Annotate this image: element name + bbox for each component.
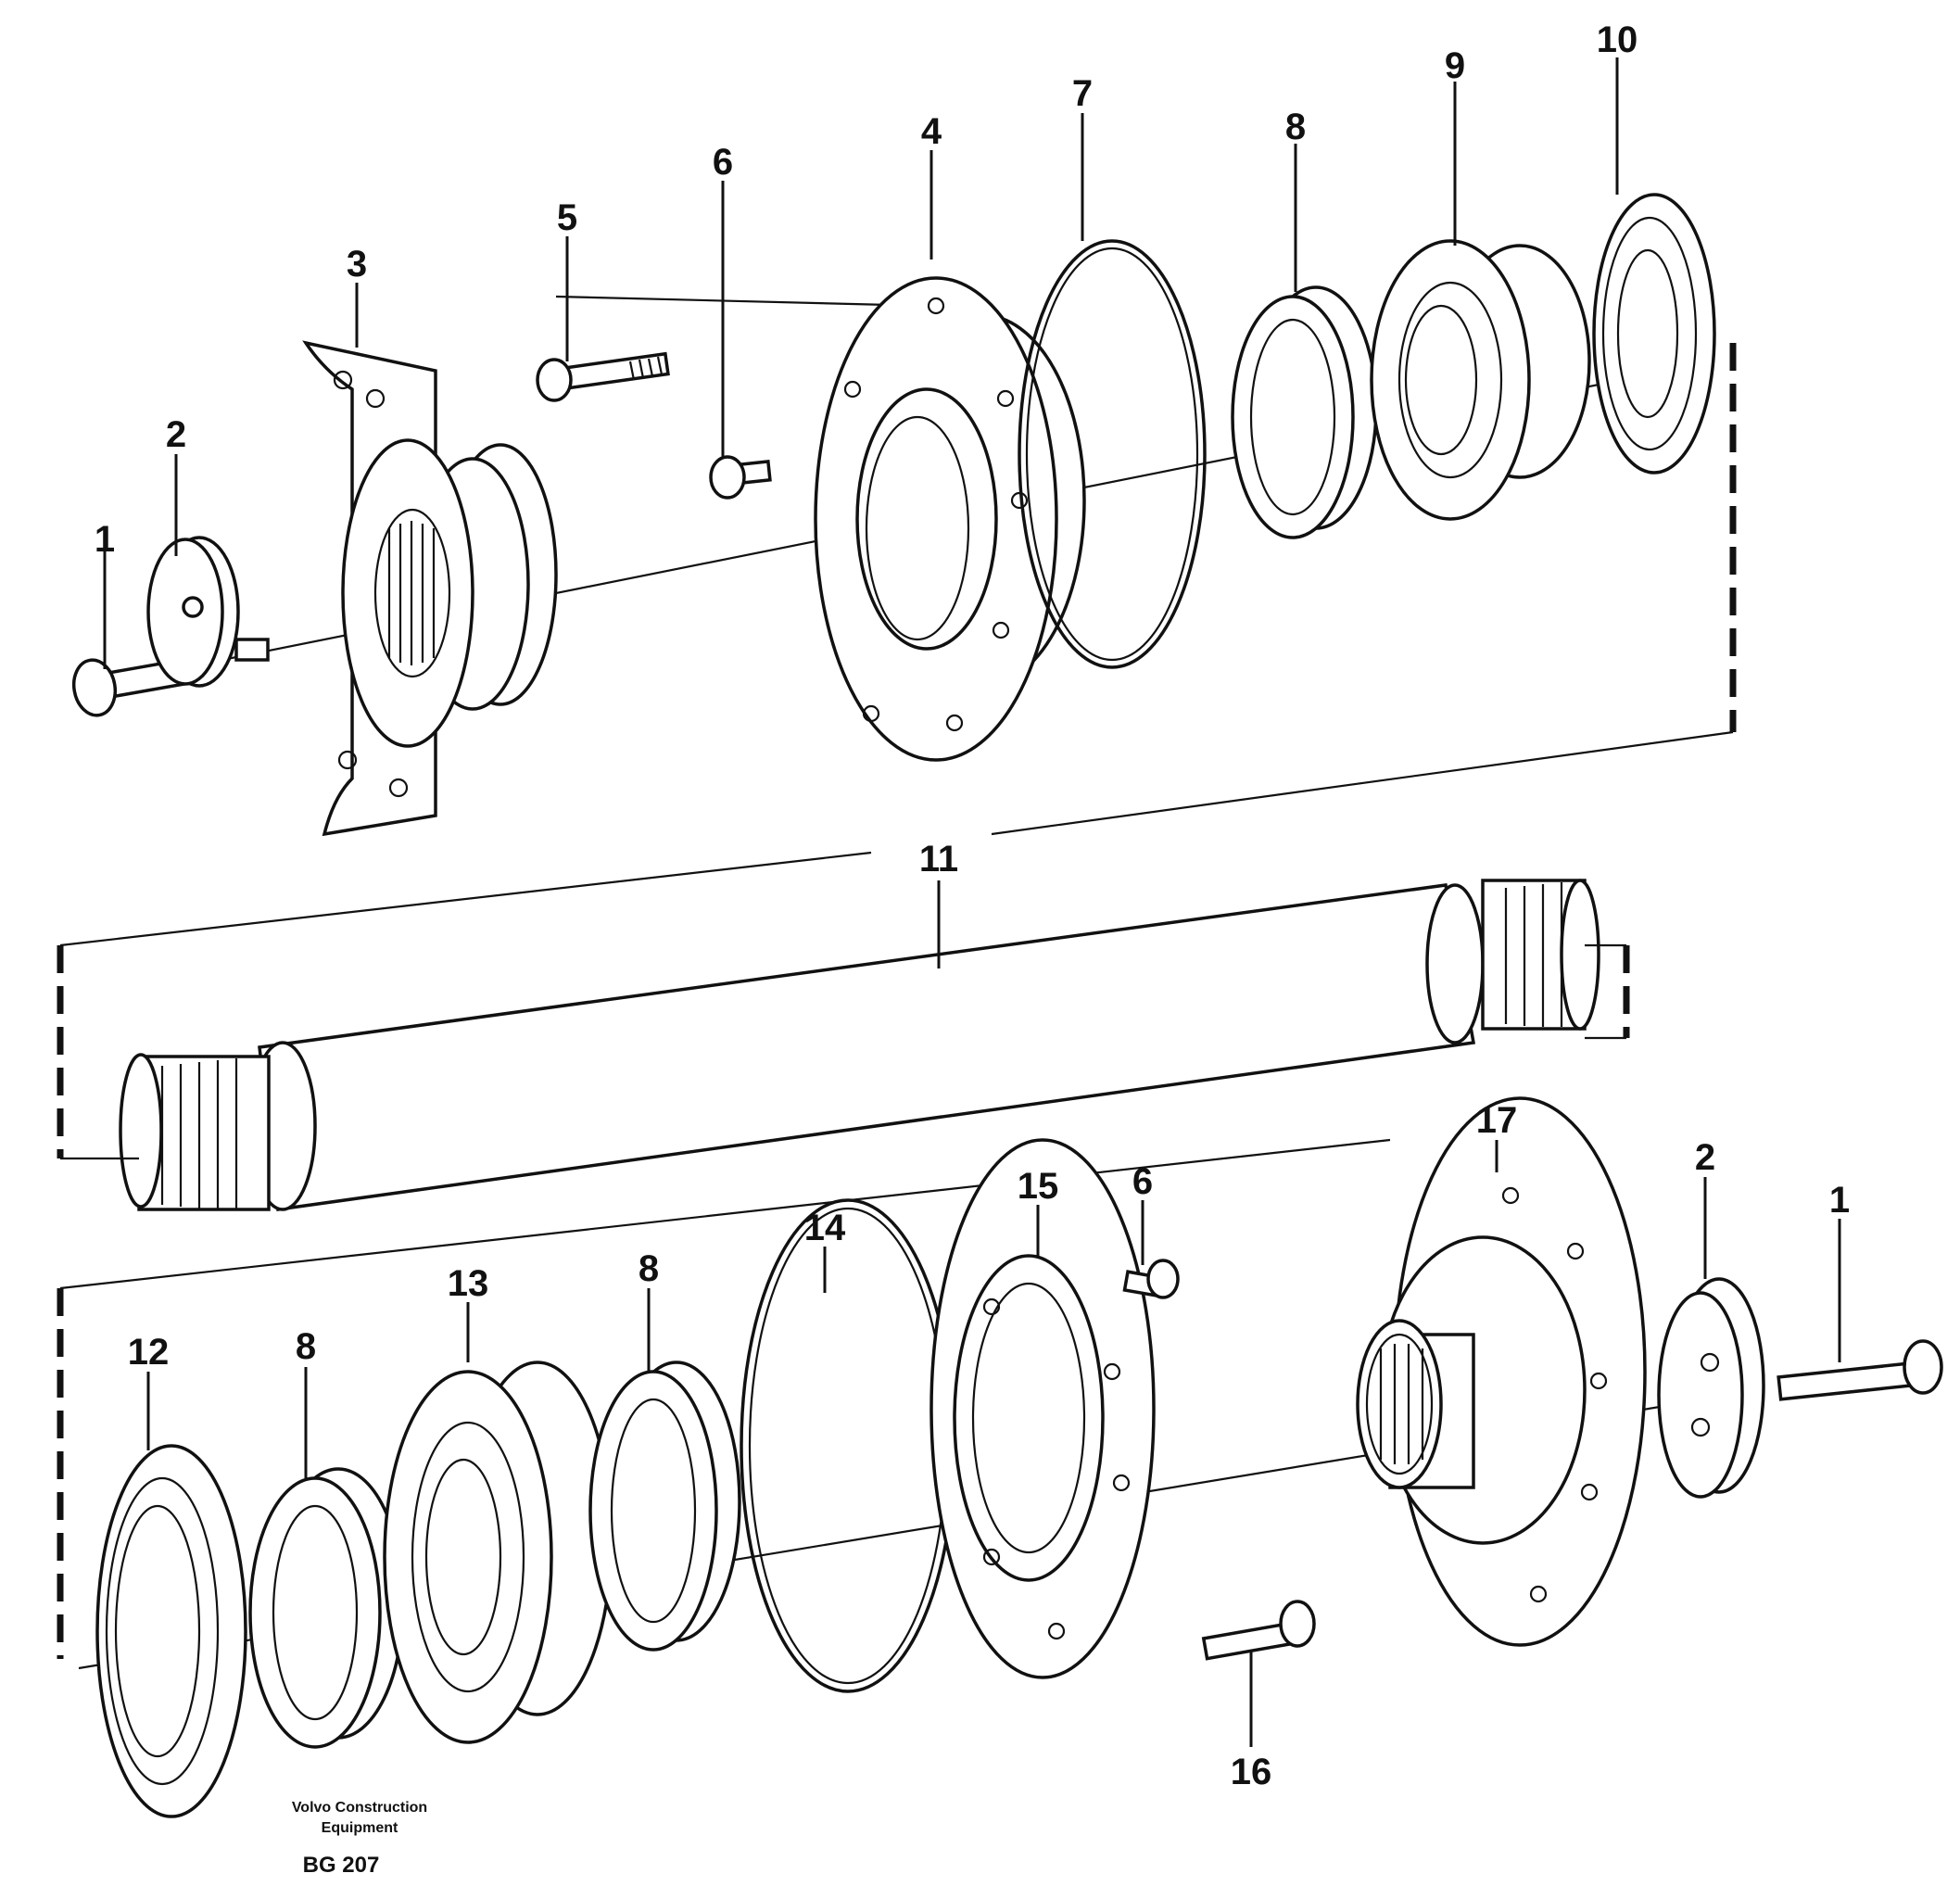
part-7-o-ring <box>1018 239 1207 669</box>
caption-company-line1: Volvo Construction <box>292 1800 427 1816</box>
caption-company-line2: Equipment <box>322 1820 398 1836</box>
callout-15: 15 <box>1018 1166 1059 1207</box>
part-8-ring-bottom-left <box>248 1467 405 1749</box>
callout-8-bottom-middle: 8 <box>639 1248 659 1289</box>
callout-11: 11 <box>919 839 958 880</box>
callout-1-top: 1 <box>95 519 115 560</box>
part-9-bearing <box>1370 239 1591 521</box>
mid-bracket-top-left <box>59 851 872 947</box>
part-14-o-ring <box>740 1198 956 1693</box>
part-1-bolt-top <box>71 652 217 717</box>
part-16-bolt <box>1201 1600 1316 1661</box>
callout-6-bottom: 6 <box>1132 1161 1153 1202</box>
part-6-screw-top <box>709 455 772 500</box>
part-11-shaft <box>119 879 1600 1211</box>
part-4-housing <box>814 276 1086 762</box>
callout-leaders <box>103 57 1841 1747</box>
part-8-ring-top <box>1231 285 1378 539</box>
part-13-bearing <box>383 1361 613 1744</box>
callout-17: 17 <box>1476 1100 1518 1141</box>
callout-13: 13 <box>448 1263 489 1304</box>
part-1-bolt-bottom <box>1777 1339 1943 1401</box>
callout-2-bottom: 2 <box>1695 1137 1715 1178</box>
callout-7: 7 <box>1072 73 1093 114</box>
callout-6-top: 6 <box>713 142 733 183</box>
part-12-seal <box>95 1444 247 1818</box>
callout-5: 5 <box>557 197 577 238</box>
callout-8-top: 8 <box>1285 107 1306 147</box>
callout-9: 9 <box>1445 45 1465 86</box>
part-10-seal <box>1592 193 1716 475</box>
callout-14: 14 <box>804 1208 846 1248</box>
bolt-5-guide-line <box>555 295 928 308</box>
callout-8-bottom-left: 8 <box>296 1326 316 1367</box>
part-14-o-ring-inner <box>748 1207 948 1685</box>
part-7-o-ring-inner <box>1025 247 1199 662</box>
callout-1-bottom: 1 <box>1829 1180 1850 1221</box>
part-2-washer-top <box>146 536 270 688</box>
callout-4: 4 <box>921 111 942 152</box>
part-2-washer-bottom <box>1657 1277 1765 1499</box>
part-6-screw-bottom <box>1122 1259 1180 1299</box>
part-17-flange <box>1356 1096 1647 1647</box>
callout-3: 3 <box>347 244 367 285</box>
part-3-flange-yoke <box>302 340 558 837</box>
bottom-group-bracket-line <box>59 1138 1391 1290</box>
part-5-bolt <box>536 351 670 402</box>
caption-drawing-code: BG 207 <box>303 1853 380 1878</box>
callout-2-top: 2 <box>166 414 186 455</box>
top-group-bracket-line <box>991 730 1734 836</box>
callout-16: 16 <box>1231 1752 1272 1792</box>
callout-10: 10 <box>1597 19 1638 60</box>
callout-12: 12 <box>128 1332 170 1373</box>
part-8-ring-bottom-middle <box>588 1361 741 1652</box>
part-15-cover <box>929 1138 1156 1679</box>
